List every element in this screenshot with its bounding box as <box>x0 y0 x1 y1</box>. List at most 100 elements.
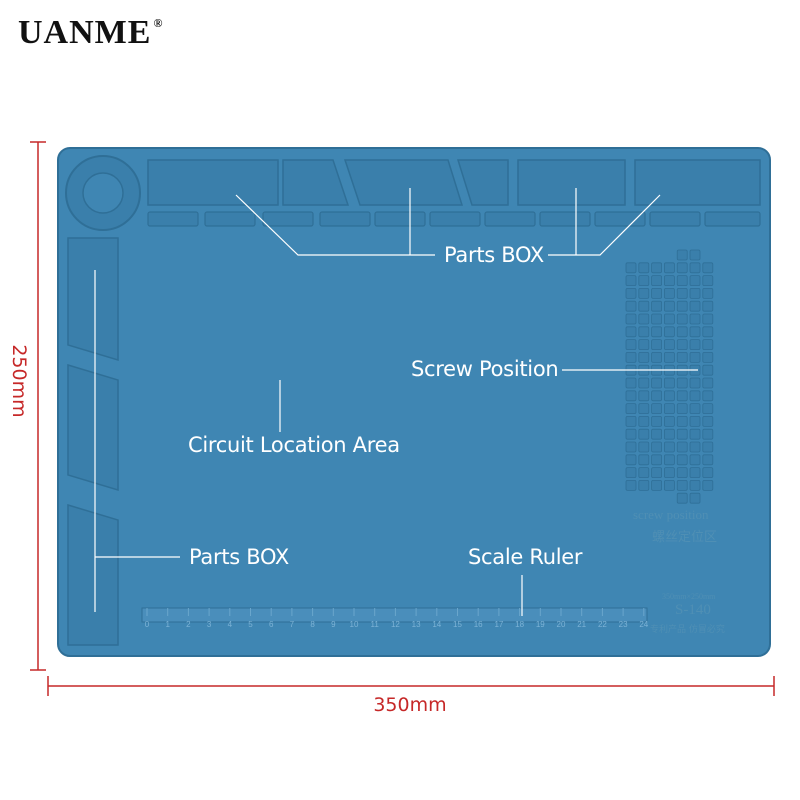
screw-slot <box>651 377 662 389</box>
ruler-tick-label: 2 <box>186 620 191 629</box>
screw-slot <box>702 339 714 351</box>
screw-slot <box>651 441 662 453</box>
screw-slot <box>689 249 701 261</box>
screw-slot <box>625 415 637 427</box>
screw-slot <box>689 339 701 351</box>
screw-slot <box>651 339 662 351</box>
ruler-tick-label: 10 <box>349 620 359 629</box>
screw-slot <box>625 454 637 466</box>
screw-slot <box>651 275 662 287</box>
screw-slot <box>676 326 688 338</box>
ruler-tick-label: 16 <box>473 620 483 629</box>
screw-slot <box>702 377 714 389</box>
screw-slot <box>664 467 675 479</box>
screw-slot <box>689 428 701 440</box>
screw-slot <box>664 377 675 389</box>
small-compartments-row <box>147 211 761 227</box>
brand-logo: UANME® <box>18 14 163 52</box>
ruler-tick-label: 23 <box>618 620 628 629</box>
label-parts-box-top: Parts BOX <box>444 243 544 267</box>
screw-slot <box>676 275 688 287</box>
screw-slot <box>676 441 688 453</box>
ruler-tick-label: 8 <box>310 620 315 629</box>
screw-slot <box>689 275 701 287</box>
embossed-model: S-140 <box>675 602 711 618</box>
embossed-screw-cn: 螺丝定位区 <box>652 530 718 545</box>
screw-slot <box>676 287 688 299</box>
screw-slot <box>702 454 714 466</box>
screw-slot <box>625 300 637 312</box>
screw-slot <box>638 454 650 466</box>
screw-slot <box>689 415 701 427</box>
screw-slot <box>664 300 675 312</box>
ruler-tick-label: 7 <box>289 620 295 629</box>
screw-slot <box>638 313 650 325</box>
ruler-tick-label: 12 <box>390 620 400 629</box>
screw-slot <box>651 479 662 491</box>
screw-slot <box>702 415 714 427</box>
screw-slot <box>664 479 675 491</box>
screw-slot <box>702 390 714 402</box>
width-dimension-label: 350mm <box>373 694 447 716</box>
screw-slot <box>651 313 662 325</box>
ruler-tick-label: 19 <box>535 620 545 629</box>
ruler-tick-label: 14 <box>432 620 442 629</box>
screw-slot <box>651 300 662 312</box>
ruler-tick-label: 3 <box>206 620 212 629</box>
screw-slot <box>702 467 714 479</box>
screw-slot <box>651 326 662 338</box>
screw-slot <box>689 287 701 299</box>
mat-body <box>58 148 770 656</box>
screw-slot <box>625 390 637 402</box>
embossed-screw-en: screw position <box>633 507 709 522</box>
screw-slot <box>651 403 662 415</box>
left-parts-trays <box>67 237 119 646</box>
screw-slot <box>651 390 662 402</box>
ruler-tick-label: 22 <box>597 620 607 629</box>
screw-slot <box>638 262 650 274</box>
ruler-tick-label: 18 <box>515 620 525 629</box>
ruler-tick-label: 17 <box>494 620 504 629</box>
screw-slot <box>638 428 650 440</box>
screw-slot <box>689 403 701 415</box>
screw-slot <box>625 428 637 440</box>
screw-slot <box>702 441 714 453</box>
screw-slot <box>664 390 675 402</box>
screw-slot <box>638 479 650 491</box>
screw-slot <box>689 262 701 274</box>
screw-slot <box>664 428 675 440</box>
screw-slot <box>702 275 714 287</box>
screw-slot <box>625 339 637 351</box>
screw-slot <box>676 492 688 504</box>
leader-lines <box>94 188 698 616</box>
label-parts-box-left: Parts BOX <box>189 545 289 569</box>
screw-slot <box>638 390 650 402</box>
screw-slot <box>689 300 701 312</box>
screw-slot <box>638 441 650 453</box>
registered-mark: ® <box>153 16 164 30</box>
screw-slot <box>702 287 714 299</box>
screw-slot <box>651 415 662 427</box>
screw-slot <box>651 262 662 274</box>
screw-slot <box>625 403 637 415</box>
screw-slot <box>625 326 637 338</box>
screw-slot <box>702 428 714 440</box>
screw-slot <box>664 326 675 338</box>
screw-slot <box>702 326 714 338</box>
height-dimension-line <box>30 141 46 671</box>
screw-slot <box>689 313 701 325</box>
screw-slot <box>689 479 701 491</box>
screw-grid <box>625 249 714 504</box>
ruler-tick-label: 24 <box>639 620 649 629</box>
screw-slot <box>702 364 714 376</box>
screw-slot <box>702 403 714 415</box>
screw-slot <box>625 441 637 453</box>
label-screw-position: Screw Position <box>411 357 559 381</box>
ruler-tick-label: 13 <box>411 620 421 629</box>
width-dimension-line <box>47 676 775 696</box>
brand-name: UANME <box>18 14 152 51</box>
screw-slot <box>638 351 650 363</box>
screw-slot <box>638 300 650 312</box>
screw-slot <box>689 326 701 338</box>
